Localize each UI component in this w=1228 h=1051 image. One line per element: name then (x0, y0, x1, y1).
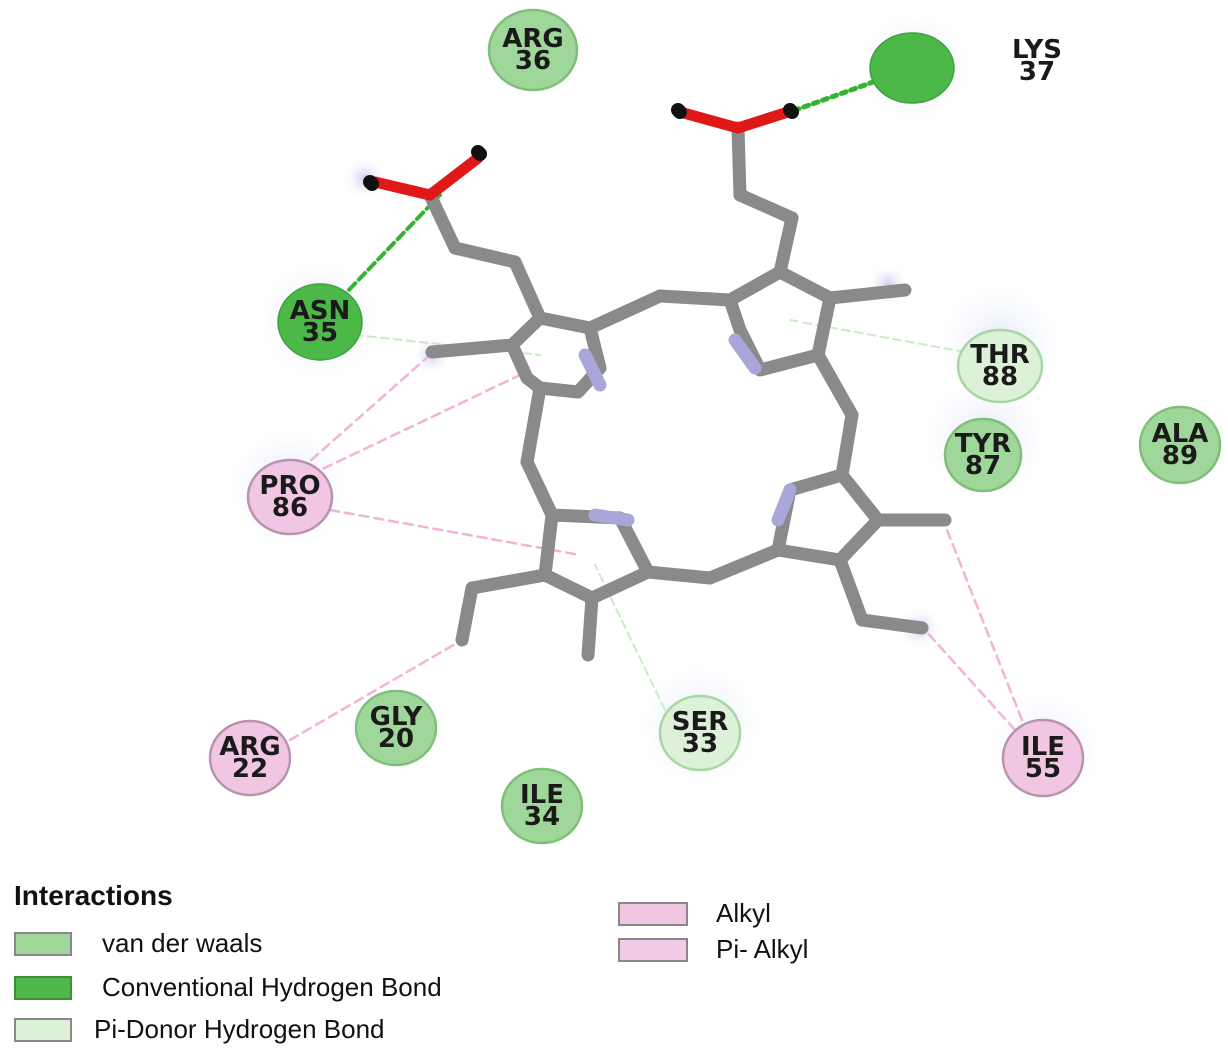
legend-item-pi-alkyl: Pi- Alkyl (618, 934, 808, 965)
legend-swatch-van-der-waals (14, 931, 72, 956)
pyrrole-ring-upper-right (653, 121, 912, 422)
residue-number: 22 (232, 754, 268, 784)
legend-label: Alkyl (716, 898, 771, 928)
residue-number: 86 (272, 493, 308, 523)
residue-name: SER (672, 707, 729, 737)
residue-disc (943, 417, 1023, 493)
alkyl-arg22 (288, 638, 464, 742)
residue-disc (208, 719, 292, 797)
legend-swatch-pi-alkyl (618, 937, 688, 962)
legend-item-van-der-waals: van der waals (14, 928, 262, 959)
residue-disc (1138, 405, 1222, 485)
alkyl-pro86-c (328, 508, 582, 557)
legend-title: Interactions (14, 880, 173, 911)
alkyl-pro86-b (308, 373, 522, 477)
residue-disc (956, 328, 1044, 404)
residue-name: TYR (955, 429, 1012, 459)
carboxyl-right (671, 103, 799, 134)
residue-name: PRO (259, 471, 320, 501)
legend-swatch-alkyl (618, 901, 688, 926)
residue-number: 36 (515, 46, 551, 76)
residue-disc (869, 32, 955, 104)
residue-number: 34 (524, 802, 560, 832)
residue-disc (277, 283, 363, 361)
residue-number: 33 (682, 729, 718, 759)
residue-number: 89 (1162, 441, 1198, 471)
legend-swatch-pi-donor-hbond (14, 1017, 72, 1042)
residue-name: ILE (1021, 732, 1065, 762)
residue-number: 88 (982, 362, 1018, 392)
pyrrole-ring-upper-left (423, 188, 667, 469)
residue-disc (658, 694, 742, 772)
residue-name: GLY (370, 702, 424, 732)
aromatic-markers (532, 298, 802, 375)
legend-label: Pi-Donor Hydrogen Bond (94, 1014, 385, 1044)
residue-name: ARG (502, 24, 563, 54)
residue-name: ALA (1152, 419, 1209, 449)
residue-disc (354, 689, 438, 767)
legend-label: Conventional Hydrogen Bond (102, 972, 442, 1002)
residue-name: LYS (1012, 35, 1062, 65)
legend-label: Pi- Alkyl (716, 934, 809, 964)
residue-disc (1001, 718, 1085, 798)
solvent-halos (230, 12, 1100, 805)
residue-number: 87 (965, 451, 1001, 481)
legend-item-pi-donor-hbond: Pi-Donor Hydrogen Bond (14, 1014, 385, 1045)
pyrrole-ring-lower-right (703, 408, 952, 635)
ligand-molecule (363, 103, 952, 662)
residue-number: 20 (378, 724, 414, 754)
residue-name: ASN (290, 296, 351, 326)
nitrogen-atoms (578, 333, 797, 527)
residue-number: 37 (1019, 57, 1055, 87)
legend-item-conventional-hbond: Conventional Hydrogen Bond (14, 972, 442, 1003)
carboxyl-left (363, 145, 487, 201)
residue-name: THR (970, 340, 1030, 370)
legend-swatch-conventional-hbond (14, 975, 72, 1000)
alkyl-ile55-a (943, 523, 1024, 722)
residue-disc (500, 767, 584, 845)
residue-disc (246, 458, 334, 536)
residue-number: 55 (1025, 754, 1061, 784)
residue-disc (487, 8, 579, 92)
legend-item-alkyl: Alkyl (618, 898, 771, 929)
legend-label: van der waals (102, 928, 263, 958)
alkyl-pro86-a (298, 353, 432, 472)
residue-number: 35 (302, 318, 338, 348)
residue-name: ILE (520, 780, 564, 810)
pyrrole-ring-lower-left (455, 455, 717, 662)
residue-name: ARG (219, 732, 280, 762)
alkyl-ile55-b (923, 628, 1017, 732)
